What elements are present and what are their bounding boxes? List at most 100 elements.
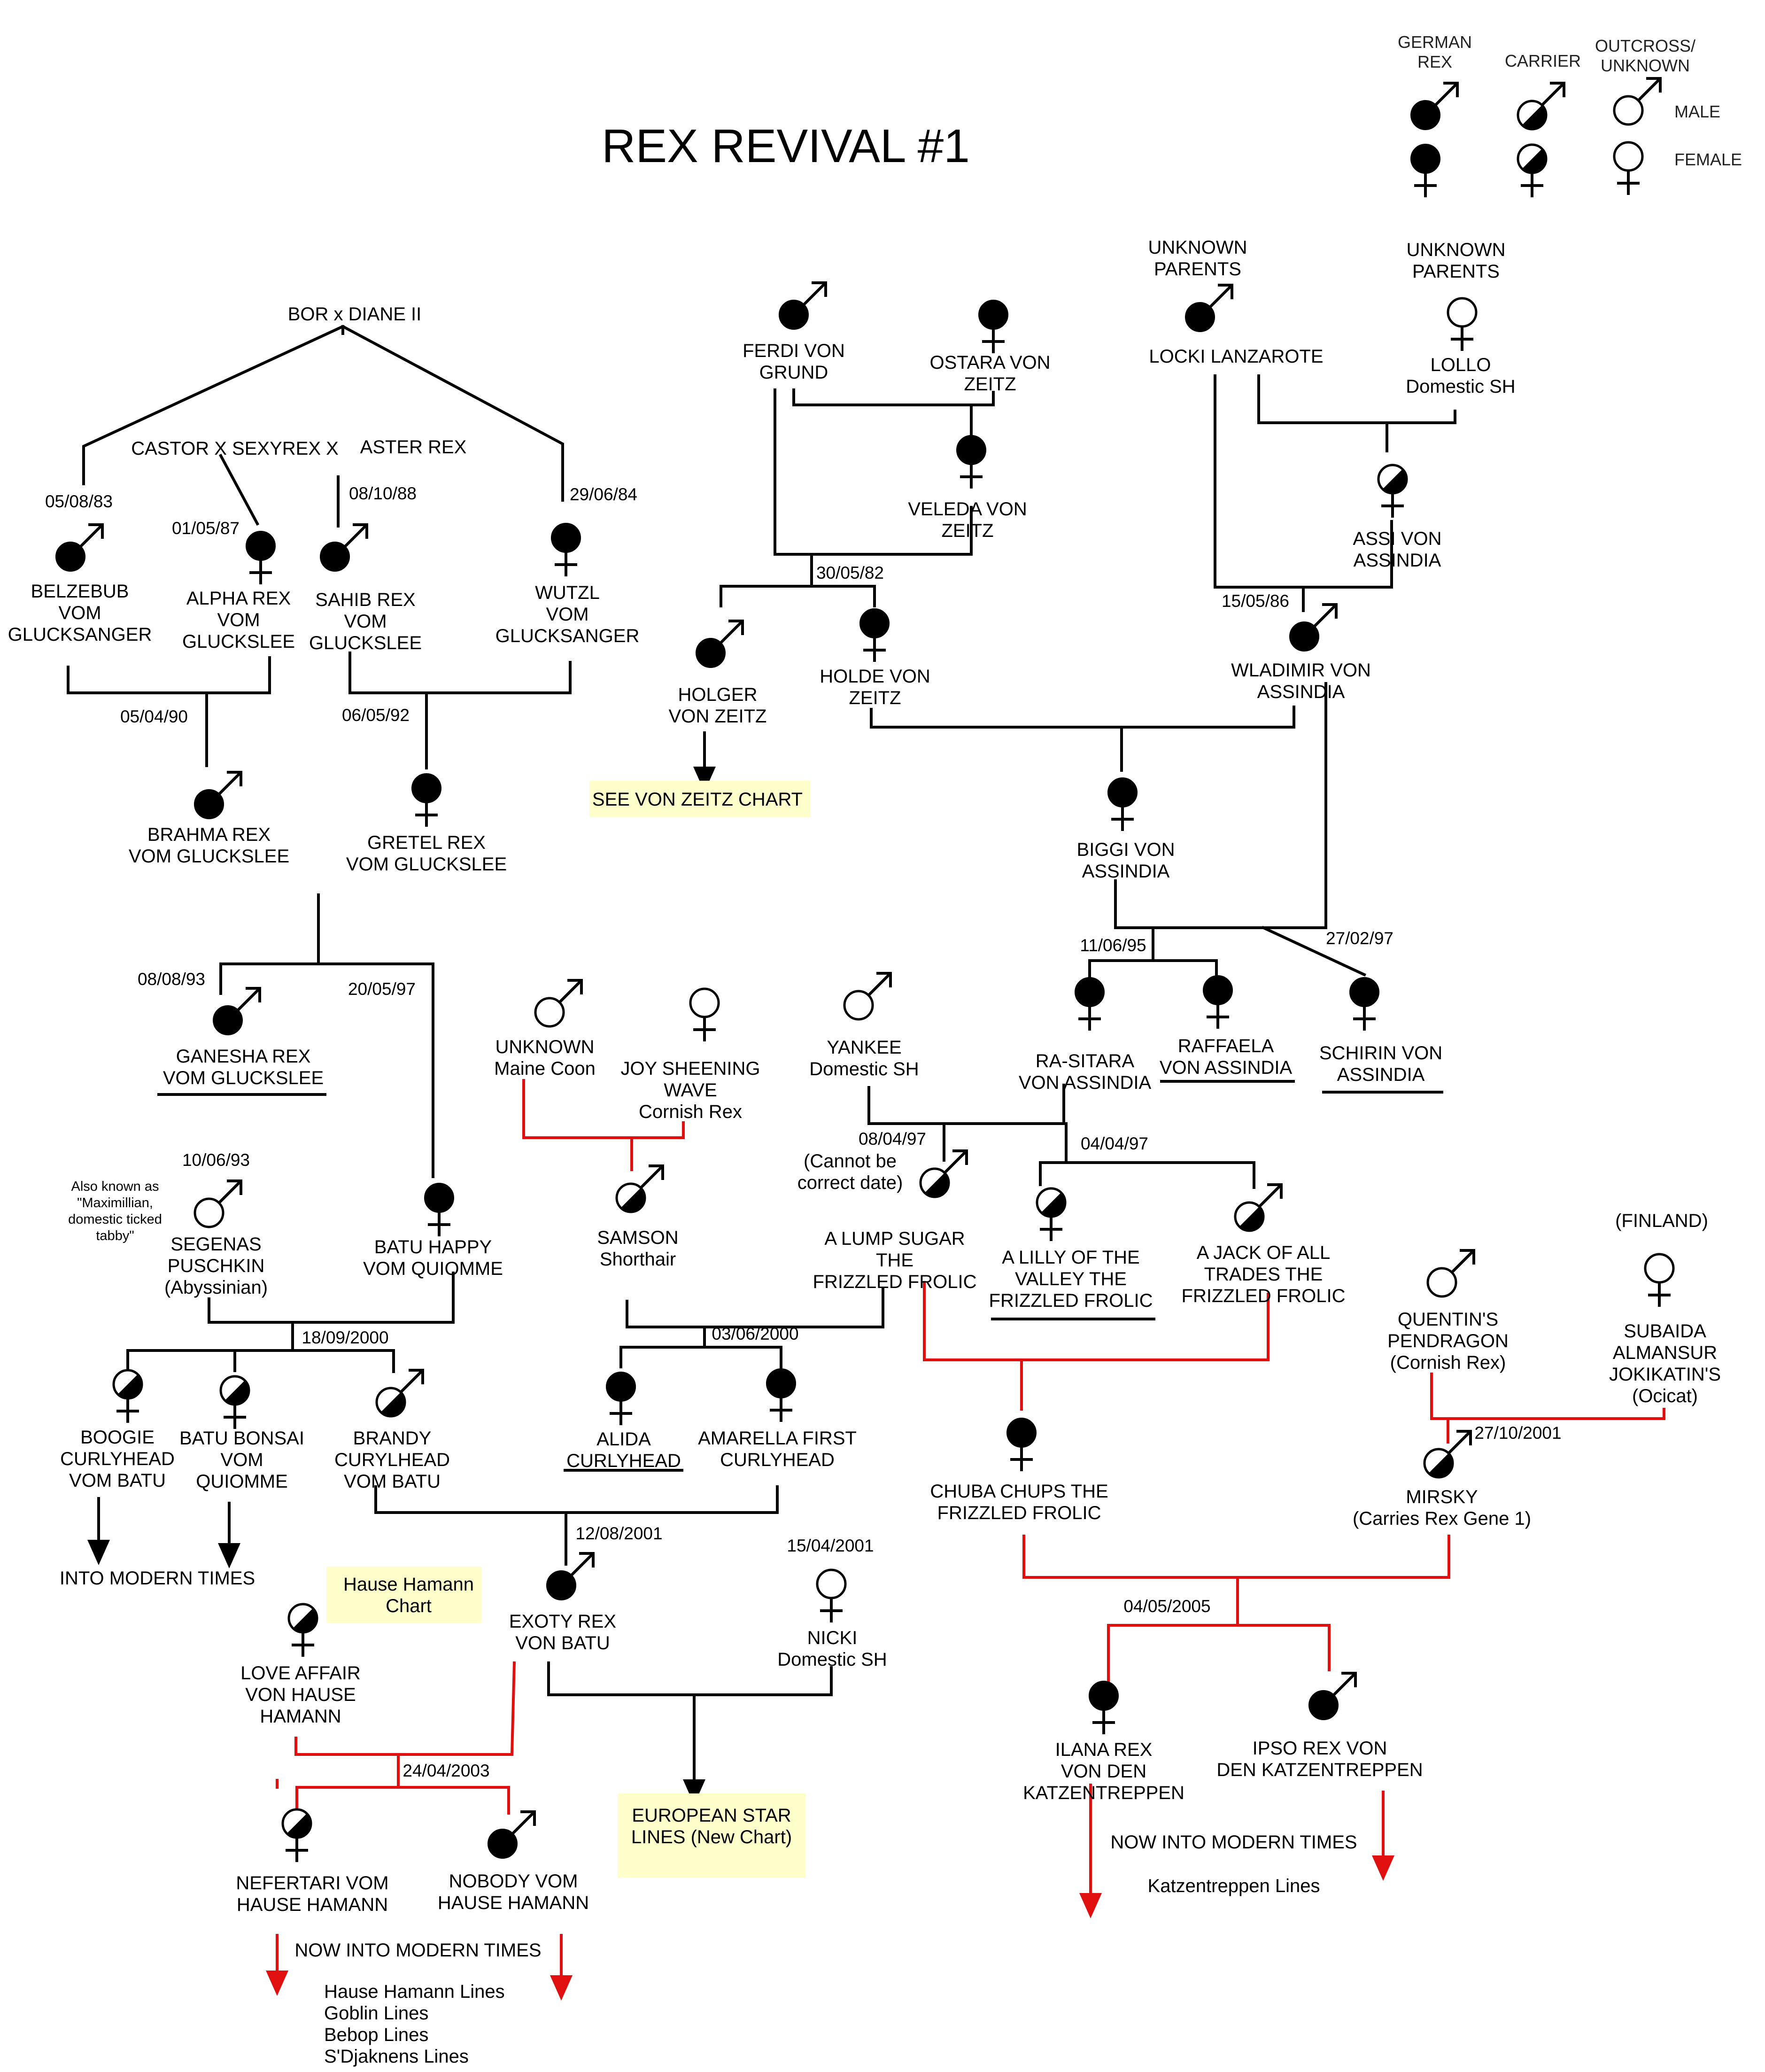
date-04-05-2005: 04/05/2005: [1123, 1597, 1210, 1616]
cat-chuba-chups-icon: [1006, 1418, 1037, 1471]
cat-locki-lanzarote: LOCKI LANZAROTE: [1149, 346, 1323, 367]
date-11-06-95: 11/06/95: [1080, 936, 1146, 955]
cat-gretel-rex-icon: [411, 773, 441, 827]
now-into-modern-times-left: NOW INTO MODERN TIMES: [294, 1940, 541, 1961]
date-15-05-86: 15/05/86: [1222, 591, 1289, 611]
date-06-05-92: 06/05/92: [342, 706, 410, 725]
cat-segenas-puschkin-icon: [194, 1180, 242, 1228]
cat-samson-icon: [615, 1164, 664, 1213]
cat-alpha-rex-icon: [246, 531, 276, 584]
cat-quentins-pendragon-icon: [1426, 1249, 1475, 1298]
cat-brahma-rex-icon: [194, 771, 242, 819]
cat-ilana-rex-icon: [1089, 1681, 1119, 1734]
legend-outcross-header: OUTCROSS/UNKNOWN: [1595, 36, 1695, 75]
legend-german-female-icon: [1410, 144, 1440, 197]
date-10-06-93: 10/06/93: [182, 1150, 250, 1170]
box-see-von-zeitz: SEE VON ZEITZ CHART: [589, 781, 810, 817]
date-24-04-2003: 24/04/2003: [403, 1761, 489, 1780]
date-03-06-2000: 03/06/2000: [712, 1324, 798, 1343]
katzentreppen-lines-note: Katzentreppen Lines: [1148, 1876, 1320, 1896]
castor-sexyrex-header: CASTOR X SEXYREX X: [131, 438, 339, 459]
legend-outcross-female-icon: [1613, 141, 1644, 195]
cat-biggi-von-assindia-icon: [1107, 777, 1138, 831]
cat-ganesha-rex-icon: [213, 987, 261, 1035]
cat-holde-von-zeitz-icon: [859, 608, 890, 662]
cat-ferdi-von-grund-icon: [779, 281, 827, 330]
legend-carrier-male-icon: [1517, 82, 1565, 131]
cat-batu-happy-icon: [424, 1183, 454, 1236]
aster-rex-header: ASTER REX: [360, 437, 467, 458]
cat-yankee-icon: [843, 972, 892, 1021]
cat-alida-curlyhead-icon: [606, 1372, 636, 1425]
cat-nicki-icon: [816, 1568, 847, 1622]
date-05-08-83: 05/08/83: [45, 492, 113, 511]
cat-ostara-von-zeitz-icon: [978, 300, 1008, 353]
box-see-von-zeitz-text: SEE VON ZEITZ CHART: [592, 789, 803, 810]
date-04-04-97: 04/04/97: [1081, 1134, 1148, 1153]
cat-sahib-rex-icon: [320, 523, 368, 572]
date-20-05-97: 20/05/97: [348, 979, 416, 999]
cat-holger-von-zeitz-icon: [696, 620, 744, 668]
cat-joy-sheening-wave-icon: [689, 987, 720, 1041]
legend-german-male-icon: [1410, 82, 1459, 130]
now-into-modern-times-right: NOW INTO MODERN TIMES: [1110, 1832, 1357, 1853]
into-modern-times-note: INTO MODERN TIMES: [60, 1568, 255, 1589]
cat-veleda-von-zeitz-icon: [956, 435, 986, 489]
cat-lilly-of-the-valley-icon: [1036, 1187, 1067, 1241]
cat-lump-sugar-icon: [919, 1149, 968, 1198]
legend-carrier-header: CARRIER: [1505, 51, 1581, 70]
date-08-04-97: 08/04/97: [859, 1129, 926, 1149]
cat-exoty-rex-icon: [546, 1552, 595, 1600]
date-01-05-87: 01/05/87: [172, 519, 240, 538]
bor-diane-header: BOR x DIANE II: [288, 304, 422, 325]
cat-ipso-rex-icon: [1308, 1672, 1357, 1720]
date-08-10-88: 08/10/88: [349, 484, 417, 503]
cat-belzebub-icon: [55, 523, 104, 572]
cat-love-affair-icon: [287, 1603, 318, 1657]
cat-boogie-curlyhead-icon: [112, 1369, 143, 1423]
cat-symbols: [55, 77, 1675, 1862]
cat-wutzl-icon: [551, 523, 581, 576]
legend-female-label: FEMALE: [1674, 150, 1742, 169]
cat-batu-bonsai-icon: [219, 1375, 250, 1429]
